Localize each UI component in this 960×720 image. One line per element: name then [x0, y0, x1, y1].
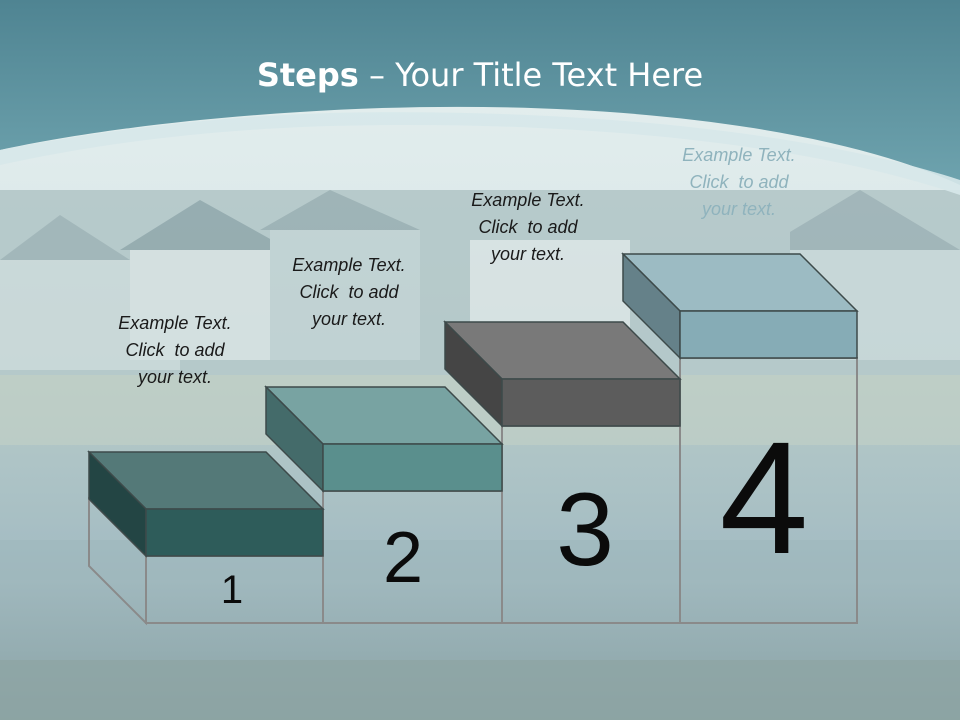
step-1-line-2: Click to add	[125, 340, 225, 360]
step-2-number: 2	[382, 518, 424, 598]
step-1-slab-front	[145, 508, 324, 557]
step-1-line-3: your text.	[137, 367, 213, 387]
step-1-text[interactable]: Example Text. Click to add your text.	[85, 310, 265, 391]
step-2-line-2: Click to add	[299, 282, 399, 302]
title-bold: Steps	[256, 56, 359, 94]
step-2-line-3: your text.	[311, 309, 387, 329]
step-3-line-1: Example Text.	[471, 190, 585, 210]
step-3-text[interactable]: Example Text. Click to add your text.	[438, 187, 618, 268]
step-3-line-2: Click to add	[478, 217, 578, 237]
step-2-line-1: Example Text.	[292, 255, 406, 275]
step-1-line-1: Example Text.	[118, 313, 232, 333]
step-2-slab-front	[322, 443, 503, 492]
step-4-line-2: Click to add	[689, 172, 789, 192]
step-3-line-3: your text.	[490, 244, 566, 264]
step-4-slab-front	[679, 310, 858, 359]
step-4-text[interactable]: Example Text. Click to add your text.	[649, 142, 829, 223]
step-2-text[interactable]: Example Text. Click to add your text.	[259, 252, 439, 333]
slide-title[interactable]: Steps – Your Title Text Here	[0, 56, 960, 94]
step-3-number: 3	[556, 472, 614, 588]
step-4-number: 4	[719, 408, 809, 587]
header-curve-highlight	[0, 112, 960, 195]
step-1-number: 1	[220, 568, 244, 612]
step-4-line-1: Example Text.	[682, 145, 796, 165]
title-rest: – Your Title Text Here	[358, 56, 704, 94]
step-4-line-3: your text.	[701, 199, 777, 219]
header-band	[0, 0, 960, 185]
step-3-slab-front	[501, 378, 681, 427]
